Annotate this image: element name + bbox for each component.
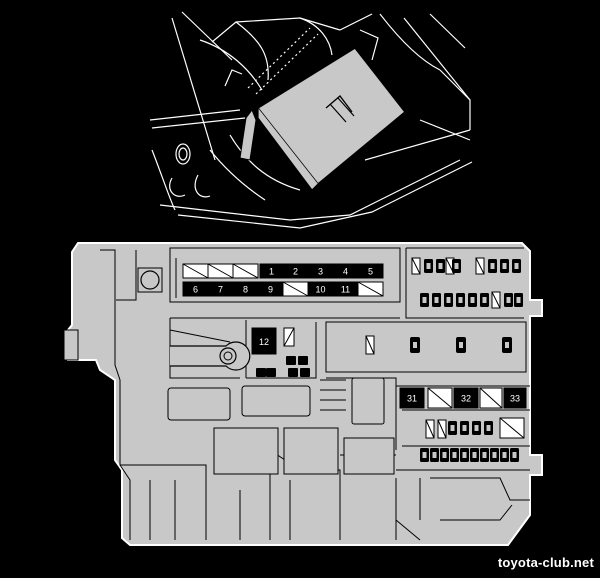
relay-blocks: [167, 377, 395, 475]
fuse-4: 4: [332, 263, 359, 279]
mini-fuse: [472, 421, 481, 435]
mini-fuse: [440, 448, 449, 462]
svg-text:5: 5: [368, 267, 373, 277]
svg-text:4: 4: [343, 267, 348, 277]
mini-fuse: [452, 259, 461, 273]
fuse-empty-slot: [232, 263, 259, 279]
mini-fuse: [480, 293, 489, 307]
fuse-empty-slot: [425, 419, 435, 439]
svg-text:6: 6: [193, 285, 198, 295]
svg-text:1: 1: [269, 267, 274, 277]
svg-text:7: 7: [218, 285, 223, 295]
mounting-post: [137, 267, 163, 293]
mini-fuse: [448, 421, 457, 435]
mini-fuse: [468, 293, 477, 307]
fuse-empty-slot: [437, 419, 447, 439]
right-top-fuse-cluster: [411, 257, 523, 309]
fuse-empty-slot: [182, 263, 209, 279]
small-relay: [298, 356, 308, 365]
svg-text:2: 2: [293, 267, 298, 277]
fuse-1: 1: [259, 263, 284, 279]
svg-text:9: 9: [268, 285, 273, 295]
svg-text:3: 3: [318, 267, 323, 277]
fuse-5: 5: [357, 263, 384, 279]
relay-12-label: 12: [259, 337, 269, 347]
fuse-empty-slot: [207, 263, 234, 279]
mini-fuse: [470, 448, 479, 462]
engine-bay-sketch: [149, 11, 473, 229]
fuse-11: 11: [332, 281, 359, 297]
mini-fuse: [500, 448, 509, 462]
fuse-empty-slot: [282, 281, 309, 297]
fuse-2: 2: [282, 263, 309, 279]
middle-strip-fuses: [365, 335, 512, 355]
fuse-empty-slot: [499, 417, 525, 439]
mini-fuse: [432, 293, 441, 307]
mini-fuse: [512, 259, 521, 273]
mini-fuse: [490, 448, 499, 462]
small-relay: [256, 368, 266, 377]
mini-fuse: [420, 448, 429, 462]
relay-32: 32: [453, 387, 479, 409]
mini-fuse: [460, 448, 469, 462]
lower-right-fuses: [420, 417, 525, 462]
mini-fuse: [488, 259, 497, 273]
fuse-box-internal-lines: [100, 247, 530, 541]
svg-text:11: 11: [341, 285, 350, 295]
fuse-empty-slot: [357, 281, 384, 297]
svg-text:10: 10: [315, 285, 325, 295]
fuse-empty-slot: [427, 387, 453, 409]
mini-fuse: [480, 448, 489, 462]
fuse-empty-slot: [411, 257, 421, 275]
mini-fuse: [502, 337, 512, 353]
small-relay: [286, 356, 296, 365]
small-relay: [288, 368, 298, 377]
small-relay: [300, 368, 310, 377]
fuse-box-cover-sketch: [239, 47, 407, 191]
relay-31: 31: [399, 387, 425, 409]
fuse-7: 7: [207, 281, 234, 297]
small-relays: [256, 356, 310, 377]
mini-fuse: [456, 293, 465, 307]
fuse-row-block: 1 2 3 4 5 6 7 8 9 10 11: [182, 263, 384, 297]
mini-fuse: [484, 421, 493, 435]
mini-fuse: [456, 337, 466, 353]
svg-text:32: 32: [461, 394, 471, 404]
mini-fuse: [460, 421, 469, 435]
fuse-empty-slot: [365, 335, 375, 355]
relay-12: 12: [251, 327, 295, 355]
relay-33: 33: [503, 387, 527, 409]
mini-fuse: [514, 293, 523, 307]
stud-terminal: [170, 341, 251, 371]
mini-fuse: [504, 293, 513, 307]
mini-fuse: [510, 448, 519, 462]
fuse-9: 9: [257, 281, 284, 297]
mini-fuse: [430, 448, 439, 462]
mini-fuse: [500, 259, 509, 273]
fuse-8: 8: [232, 281, 259, 297]
svg-text:31: 31: [407, 394, 417, 404]
svg-text:33: 33: [510, 394, 520, 404]
fuse-empty-slot: [479, 387, 503, 409]
mini-fuse: [436, 259, 445, 273]
mini-fuse: [424, 259, 433, 273]
svg-text:8: 8: [243, 285, 248, 295]
small-relay: [266, 368, 276, 377]
mini-fuse: [444, 293, 453, 307]
fuse-3: 3: [307, 263, 334, 279]
watermark: toyota-club.net: [497, 555, 594, 570]
relay-row-31-33: 31 32 33: [399, 387, 527, 409]
fuse-empty-slot: [491, 291, 501, 309]
mini-fuse: [420, 293, 429, 307]
mini-fuse: [450, 448, 459, 462]
mini-fuse: [410, 337, 420, 353]
fuse-empty-slot: [475, 257, 485, 275]
fuse-10: 10: [307, 281, 334, 297]
fuse-6: 6: [182, 281, 209, 297]
